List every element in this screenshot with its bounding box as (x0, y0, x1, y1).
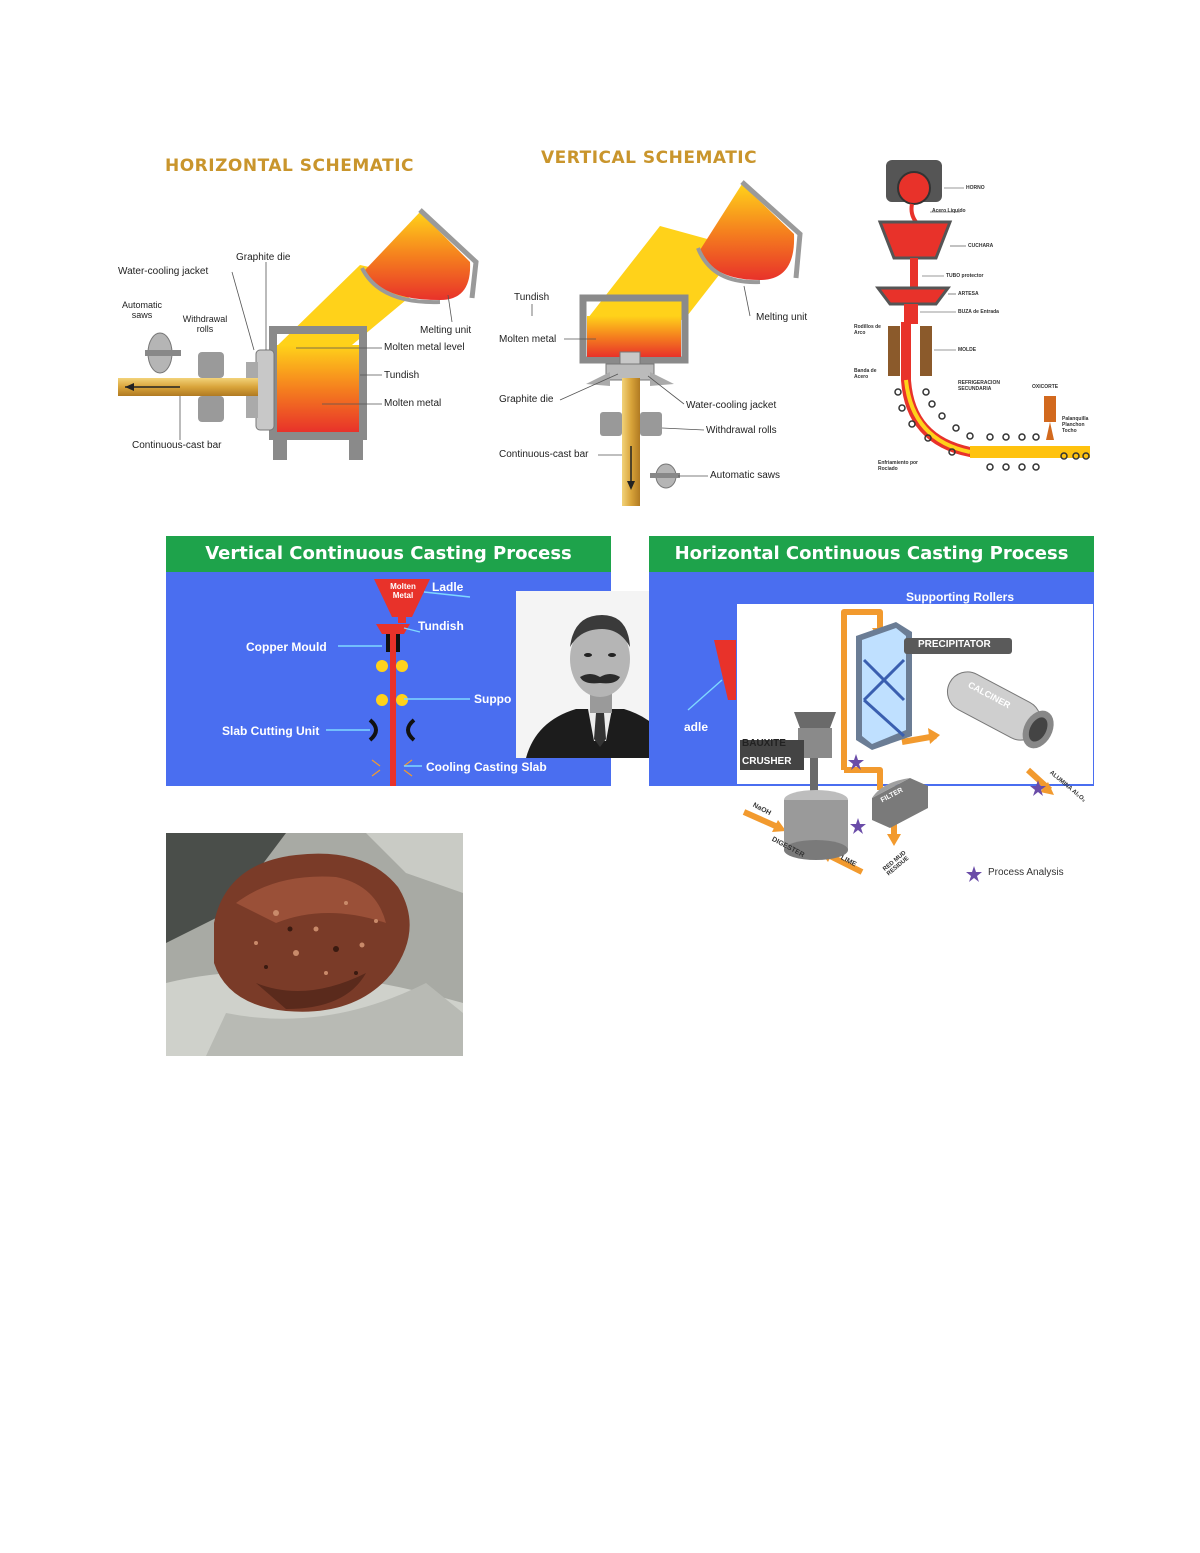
bayer-label-bauxite: BAUXITE (742, 738, 786, 749)
bayer-label-precipitator: PRECIPITATOR (918, 639, 991, 650)
bayer-legend-label: Process Analysis (988, 867, 1064, 878)
bayer-label-crusher: CRUSHER (742, 756, 791, 767)
bauxite-rock-picture (166, 833, 463, 1056)
bayer-process-drawing (0, 0, 1200, 900)
bauxite-rock-photo (166, 833, 463, 1056)
